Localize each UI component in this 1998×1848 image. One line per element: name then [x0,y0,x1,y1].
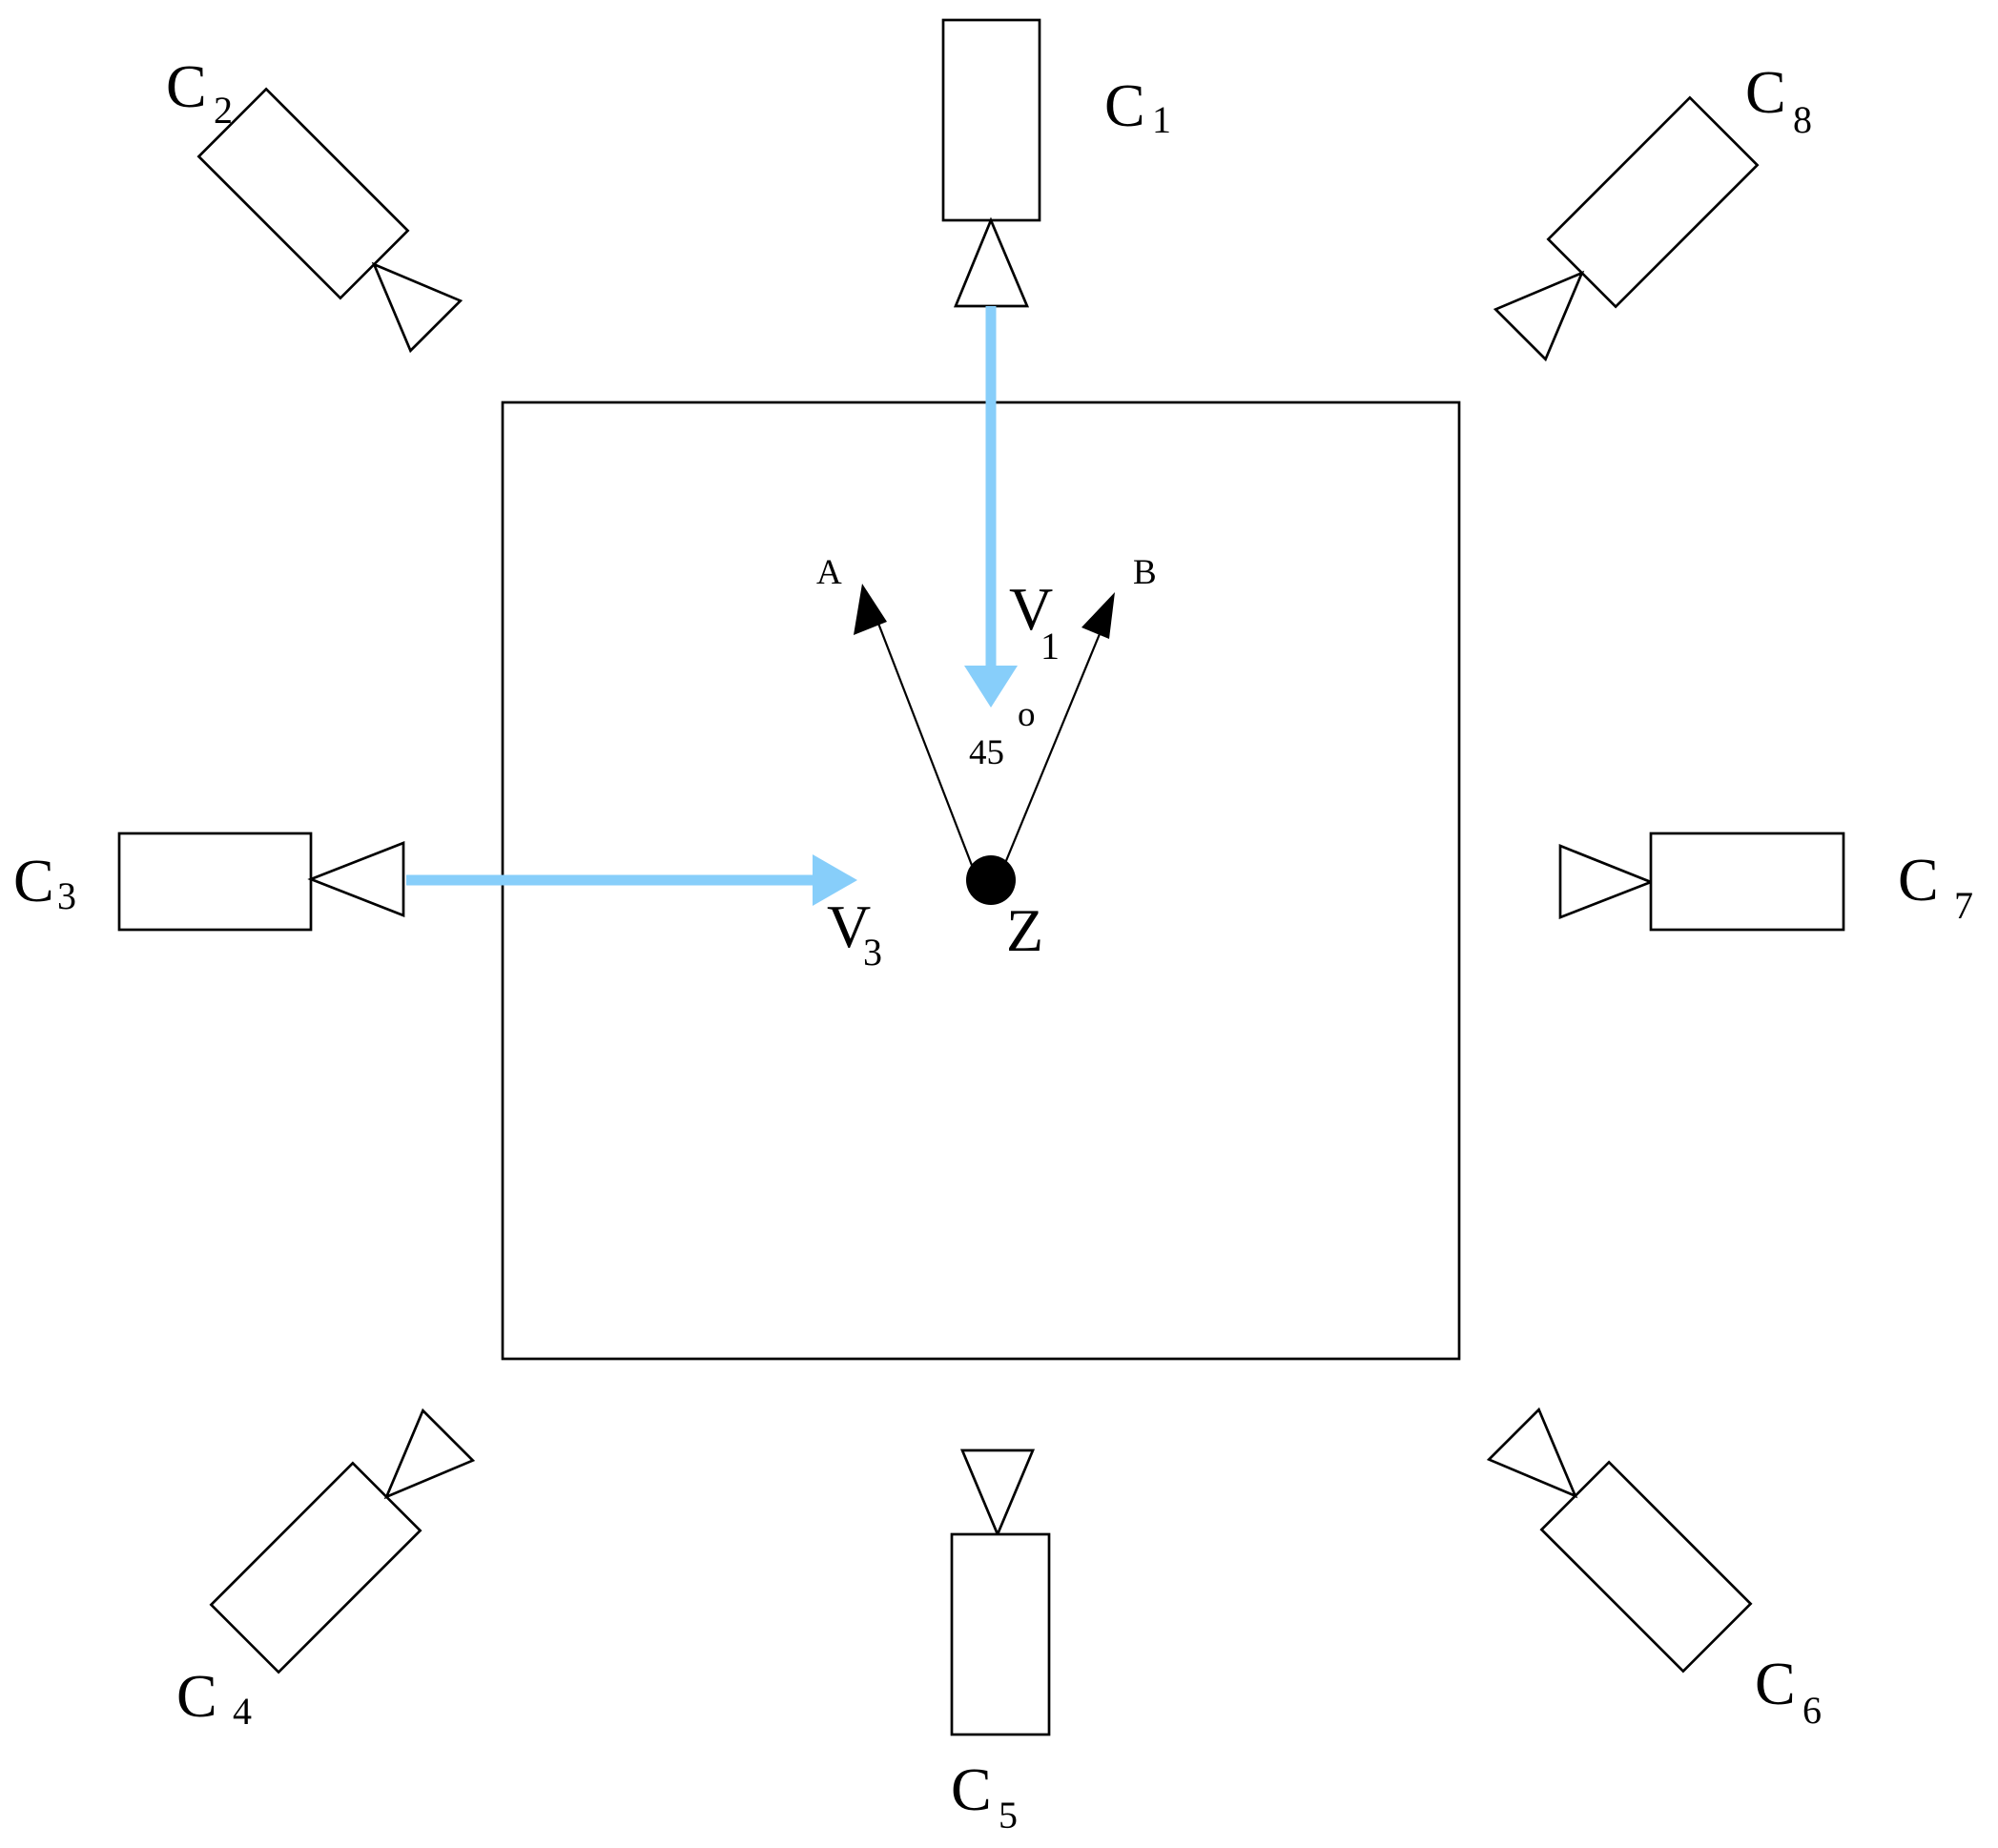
label-v1-index: 1 [1040,625,1060,667]
camera-c4-lens [383,1407,476,1500]
camera-c1-body [941,18,1041,222]
view-arrow-v1 [964,306,1018,708]
angle-unit: o [1018,695,1036,734]
label-c4-index: 4 [233,1690,252,1733]
camera-c1-lens [953,216,1030,308]
label-c3-index: 3 [57,874,76,917]
label-c6: C [1755,1650,1796,1717]
direction-arrow-b-head [1081,592,1115,639]
camera-c5 [950,1448,1051,1736]
camera-c5-body [950,1532,1051,1736]
camera-c7 [1558,832,1845,932]
point-z [966,855,1016,905]
camera-c8-lens [1493,270,1585,362]
label-c2-index: 2 [214,89,233,132]
camera-c8 [1493,95,1760,362]
direction-arrow-b [1001,628,1103,869]
camera-c3 [117,832,405,932]
label-v3: V [827,893,871,960]
camera-c3-lens [307,841,405,917]
label-c8-index: 8 [1793,98,1812,141]
camera-c4 [209,1407,476,1674]
label-c1: C [1104,72,1145,139]
camera-c7-body [1649,832,1845,932]
view-arrow-v3 [406,854,857,906]
camera-c7-lens [1558,844,1655,919]
label-c1-index: 1 [1152,98,1171,141]
label-c3: C [13,847,54,914]
view-arrow-v1-head [964,666,1018,708]
camera-c1 [941,18,1041,308]
label-z: Z [1006,896,1043,964]
label-c7-index: 7 [1954,884,1973,927]
view-arrow-v3-head [813,854,857,906]
label-c5: C [951,1756,992,1823]
camera-c2-lens [371,261,463,354]
camera-c5-lens [959,1448,1036,1538]
camera-c6-lens [1486,1407,1578,1499]
label-c7: C [1898,846,1939,914]
camera-c2 [196,87,463,354]
label-c6-index: 6 [1802,1689,1822,1732]
label-c8: C [1745,58,1786,126]
camera-c3-body [117,832,313,932]
angle-value: 45 [969,733,1004,772]
label-c5-index: 5 [999,1794,1018,1837]
direction-arrow-a [864,590,975,869]
label-c4: C [176,1662,217,1730]
camera-c6 [1486,1407,1753,1673]
label-c2: C [166,52,207,120]
label-v1: V [1009,575,1053,643]
label-v3-index: 3 [863,931,882,974]
direction-arrow-a-head [854,584,887,635]
label-a: A [816,553,842,592]
label-b: B [1133,553,1157,592]
